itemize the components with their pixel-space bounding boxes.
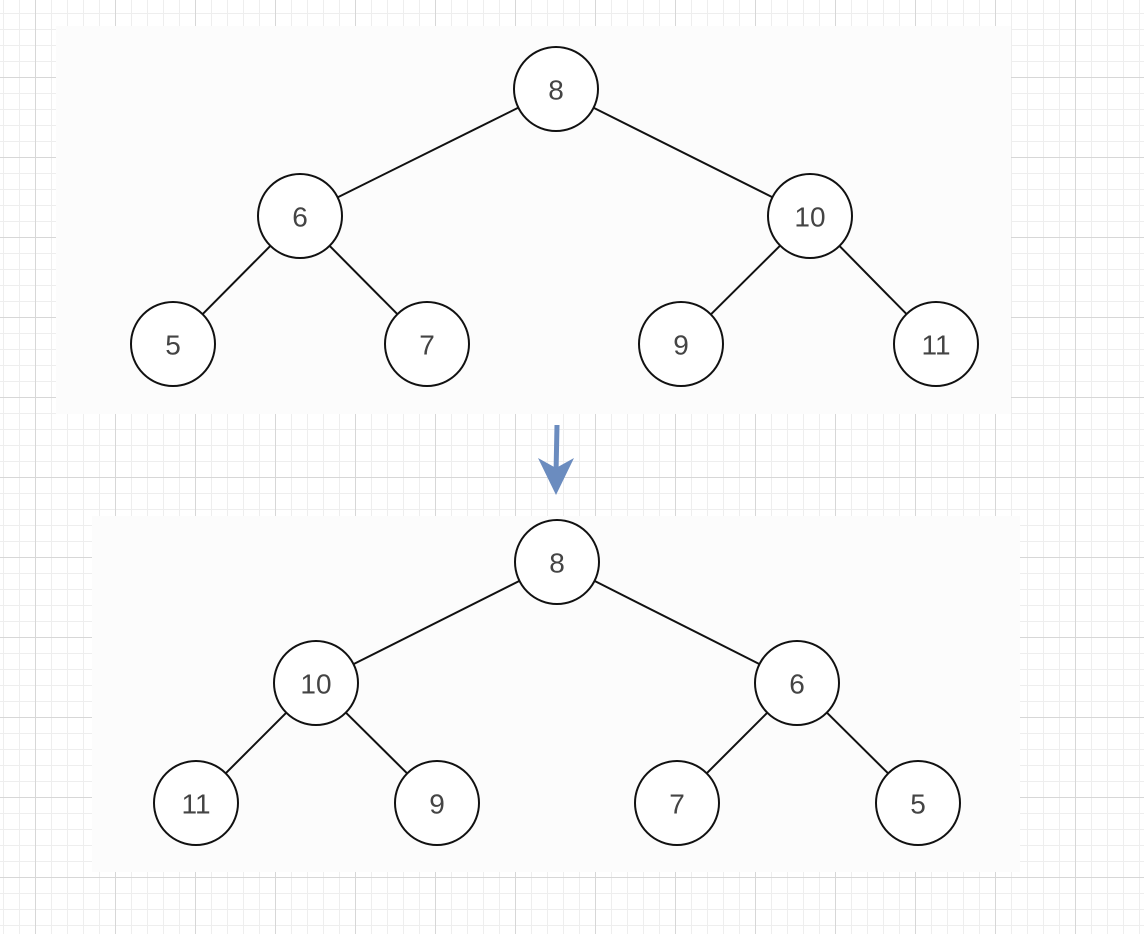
tree-node-label: 5	[165, 330, 181, 361]
tree-node-circle	[273, 640, 359, 726]
tree-edge	[345, 711, 408, 775]
tree-node-label: 11	[921, 330, 950, 361]
tree-edge	[826, 711, 889, 775]
tree-node: 9	[394, 760, 480, 846]
tree-node-label: 7	[669, 789, 685, 820]
tree-edge	[838, 245, 908, 315]
tree-node-circle	[638, 301, 724, 387]
tree-node-circle	[384, 301, 470, 387]
tree-node-label: 9	[673, 330, 689, 361]
tree-node: 10	[767, 173, 853, 259]
tree-node: 5	[130, 301, 216, 387]
tree-edge	[224, 711, 288, 775]
tree-edge	[328, 245, 399, 315]
tree-node-circle	[767, 173, 853, 259]
tree-edge	[593, 106, 773, 199]
tree-node-label: 5	[910, 789, 926, 820]
tree-node: 8	[513, 46, 599, 132]
tree-node-circle	[257, 173, 343, 259]
tree-node-label: 8	[548, 75, 564, 106]
tree-node-label: 7	[419, 330, 435, 361]
tree-node-circle	[875, 760, 961, 846]
tree-node-circle	[893, 301, 979, 387]
tree-node-label: 8	[549, 548, 565, 579]
tree-node-circle	[394, 760, 480, 846]
tree-edge	[353, 579, 520, 666]
tree-node-label: 11	[181, 789, 210, 820]
arrow-down-icon	[538, 424, 574, 495]
tree-edge	[337, 106, 519, 199]
tree-edge	[594, 580, 760, 665]
tree-node: 10	[273, 640, 359, 726]
arrow-shaft	[553, 424, 560, 475]
tree-node: 8	[514, 519, 600, 605]
tree-node-label: 6	[789, 669, 805, 700]
arrow-head	[538, 458, 574, 495]
tree-node-circle	[513, 46, 599, 132]
tree-node-circle	[514, 519, 600, 605]
tree-node-circle	[754, 640, 840, 726]
tree-node-circle	[153, 760, 239, 846]
tree-node-label: 10	[794, 202, 825, 233]
tree-node-label: 10	[300, 669, 331, 700]
tree-node-label: 9	[429, 789, 445, 820]
tree-node: 11	[893, 301, 979, 387]
tree-node: 7	[384, 301, 470, 387]
original-tree: 8 6 10 5 7 9 11	[130, 46, 979, 387]
tree-node-label: 6	[292, 202, 308, 233]
mirrored-tree: 8 10 6 11 9 7 5	[153, 519, 961, 846]
tree-edge	[705, 711, 769, 775]
tree-node-circle	[634, 760, 720, 846]
tree-node: 9	[638, 301, 724, 387]
tree-node: 6	[754, 640, 840, 726]
tree-node-circle	[130, 301, 216, 387]
tree-edge	[710, 244, 781, 316]
tree-node: 5	[875, 760, 961, 846]
tree-node: 6	[257, 173, 343, 259]
tree-node: 11	[153, 760, 239, 846]
tree-node: 7	[634, 760, 720, 846]
tree-edge	[201, 245, 272, 315]
